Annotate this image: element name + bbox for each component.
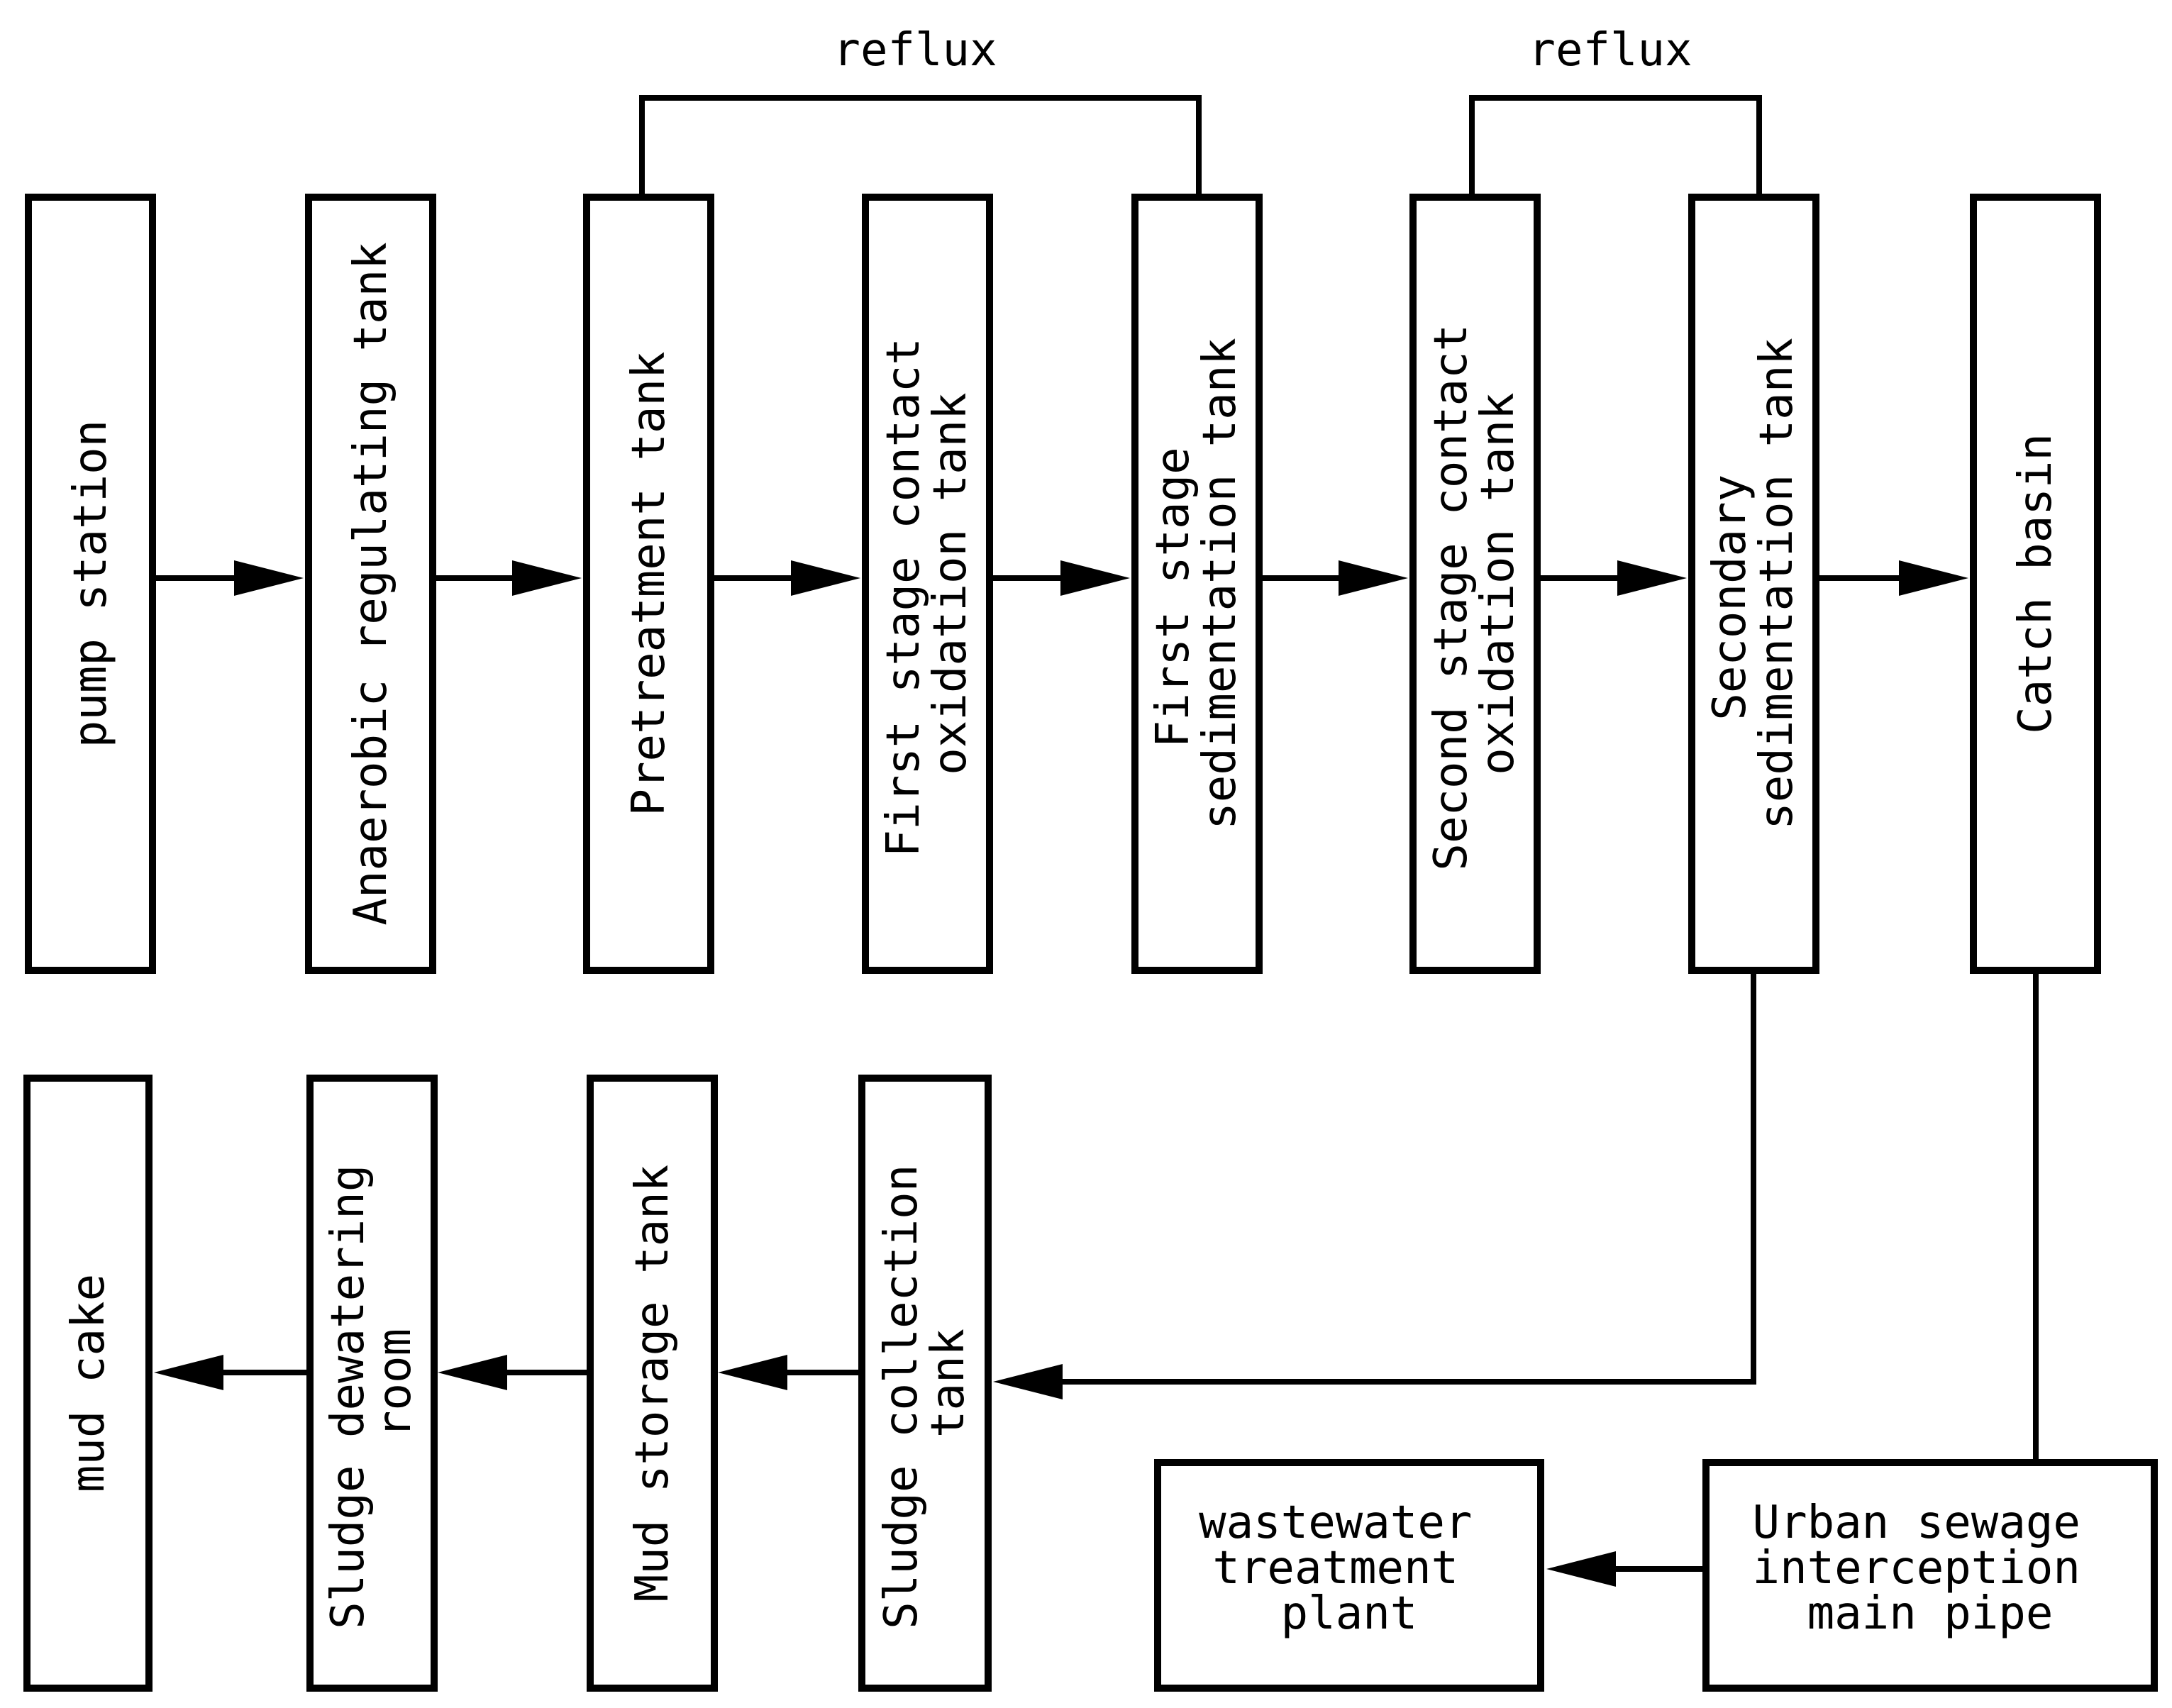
- label-anaerobic-regulating-tank: Anaerobic regulating tank: [345, 242, 397, 925]
- box-anaerobic-regulating-tank: [305, 194, 436, 974]
- label-catch-basin: Catch basin: [2010, 433, 2062, 734]
- box-catch-basin: [1970, 194, 2101, 974]
- label-second-stage-contact-oxidation-tank: Second stage contact oxidation tank: [1425, 296, 1524, 870]
- box-urban-sewage-interception-main-pipe: [1702, 1459, 2158, 1692]
- box-first-stage-sedimentation-tank: [1131, 194, 1263, 974]
- label-sludge-collection-tank: Sludge collection tank: [875, 1137, 975, 1629]
- box-pump-station: [25, 194, 156, 974]
- arrow-sludge-dewatering-to-mud-cake: [154, 1355, 310, 1390]
- label-pretreatment-tank: Pretreatment tank: [623, 351, 675, 816]
- arrow-first-sedimentation-to-second-contact: [1259, 560, 1408, 596]
- arrow-main-pipe-to-treatment-plant: [1546, 1551, 1706, 1587]
- box-wastewater-treatment-plant: [1154, 1459, 1544, 1692]
- arrow-first-contact-to-first-sedimentation: [990, 560, 1130, 596]
- arrow-mud-storage-to-sludge-dewatering: [438, 1355, 590, 1390]
- reflux-loop-2: [1469, 95, 1762, 197]
- reflux-loop-1: [639, 95, 1202, 197]
- label-first-stage-contact-oxidation-tank: First stage contact oxidation tank: [877, 311, 977, 858]
- box-sludge-collection-tank: [858, 1075, 992, 1692]
- box-mud-storage-tank: [587, 1075, 718, 1692]
- label-secondary-sedimentation-tank: Secondary sedimentation tank: [1704, 338, 1803, 830]
- box-pretreatment-tank: [583, 194, 714, 974]
- label-first-stage-sedimentation-tank: First stage sedimentation tank: [1147, 338, 1246, 830]
- label-wastewater-treatment-plant: wastewater treatment plant: [1199, 1497, 1500, 1640]
- label-pump-station: pump station: [65, 420, 117, 748]
- arrow-pump-to-anaerobic: [153, 560, 304, 596]
- box-sludge-dewatering-room: [306, 1075, 438, 1692]
- arrow-secondary-sedimentation-to-catch-basin: [1816, 560, 1968, 596]
- box-mud-cake: [23, 1075, 153, 1692]
- label-sludge-dewatering-room: Sludge dewatering room: [322, 1137, 421, 1629]
- label-mud-storage-tank: Mud storage tank: [626, 1165, 679, 1602]
- arrow-anaerobic-to-pretreatment: [433, 560, 582, 596]
- reflux-label-1: reflux: [833, 24, 997, 77]
- box-first-stage-contact-oxidation-tank: [862, 194, 993, 974]
- label-mud-cake: mud cake: [62, 1274, 115, 1492]
- arrow-secondary-sedimentation-to-sludge-collection: [993, 970, 1756, 1399]
- arrow-second-contact-to-secondary-sedimentation: [1537, 560, 1687, 596]
- arrow-pretreatment-to-first-contact: [711, 560, 860, 596]
- reflux-label-2: reflux: [1528, 24, 1692, 77]
- box-second-stage-contact-oxidation-tank: [1409, 194, 1541, 974]
- arrow-sludge-collection-to-mud-storage: [718, 1355, 862, 1390]
- label-urban-sewage-interception-main-pipe: Urban sewage interception main pipe: [1753, 1497, 2108, 1640]
